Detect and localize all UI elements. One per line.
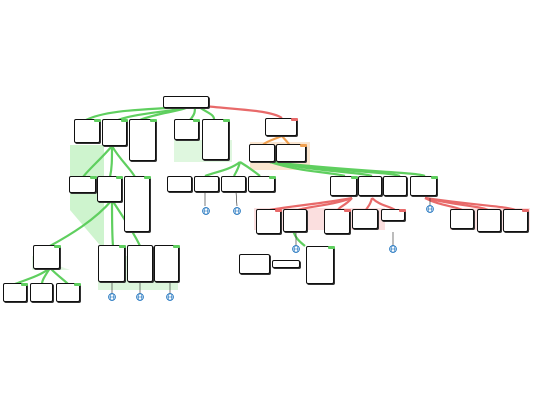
branch-badge xyxy=(119,245,126,248)
topic-node[interactable] xyxy=(97,176,122,202)
branch-badge xyxy=(90,176,97,179)
branch-badge xyxy=(344,209,351,212)
topic-node[interactable] xyxy=(167,176,192,192)
branch-badge xyxy=(116,176,123,179)
branch-badge xyxy=(291,118,298,121)
topic-node[interactable] xyxy=(283,209,307,232)
icon-connectors xyxy=(111,191,431,294)
topic-node[interactable] xyxy=(102,119,127,146)
branch-badge xyxy=(173,245,180,248)
topic-node[interactable] xyxy=(174,119,199,140)
topic-node[interactable] xyxy=(324,209,350,234)
root-topic[interactable] xyxy=(163,96,209,108)
floating-topic-node[interactable] xyxy=(272,260,300,268)
branch-badge xyxy=(399,209,406,212)
topic-node[interactable] xyxy=(450,209,474,229)
topic-node[interactable] xyxy=(56,283,80,302)
topic-node[interactable] xyxy=(256,209,281,234)
branch-badge xyxy=(300,144,307,147)
branch-badge xyxy=(150,119,157,122)
topic-node[interactable] xyxy=(129,119,156,161)
topic-node[interactable] xyxy=(358,176,382,196)
globe-link-icon[interactable] xyxy=(201,206,211,216)
branch-badge xyxy=(223,119,230,122)
topic-node[interactable] xyxy=(154,245,179,282)
topic-node[interactable] xyxy=(383,176,407,196)
globe-link-icon[interactable] xyxy=(425,204,435,214)
branch-badge xyxy=(269,176,276,179)
branch-badge xyxy=(275,209,282,212)
topic-node[interactable] xyxy=(194,176,219,192)
topic-node[interactable] xyxy=(202,119,229,160)
floating-topic-node[interactable] xyxy=(239,254,270,274)
globe-link-icon[interactable] xyxy=(291,244,301,254)
topic-node[interactable] xyxy=(3,283,27,302)
globe-link-icon[interactable] xyxy=(107,292,117,302)
branch-badge xyxy=(144,176,151,179)
topic-node[interactable] xyxy=(381,209,405,221)
branch-badge xyxy=(328,246,335,249)
topic-node[interactable] xyxy=(127,245,153,282)
topic-node[interactable] xyxy=(352,209,378,229)
globe-link-icon[interactable] xyxy=(135,292,145,302)
topic-node[interactable] xyxy=(276,144,306,162)
branch-badge xyxy=(21,283,28,286)
topic-node[interactable] xyxy=(74,119,100,143)
topic-node[interactable] xyxy=(248,176,275,192)
topic-node[interactable] xyxy=(69,176,96,193)
topic-node[interactable] xyxy=(477,209,501,232)
topic-node[interactable] xyxy=(410,176,437,196)
topic-node[interactable] xyxy=(249,144,275,162)
branch-badge xyxy=(54,245,61,248)
branch-badge xyxy=(74,283,81,286)
globe-link-icon[interactable] xyxy=(165,292,175,302)
branch-badge xyxy=(94,119,101,122)
topic-node[interactable] xyxy=(98,245,125,282)
topic-node[interactable] xyxy=(221,176,246,192)
branch-badge xyxy=(351,176,358,179)
topic-node[interactable] xyxy=(330,176,357,196)
globe-link-icon[interactable] xyxy=(388,244,398,254)
topic-node[interactable] xyxy=(306,246,334,284)
topic-node[interactable] xyxy=(503,209,528,232)
branch-badge xyxy=(522,209,529,212)
topic-node[interactable] xyxy=(124,176,150,232)
globe-link-icon[interactable] xyxy=(232,206,242,216)
branch-badge xyxy=(431,176,438,179)
topic-node[interactable] xyxy=(33,245,60,269)
topic-node[interactable] xyxy=(30,283,53,302)
topic-node[interactable] xyxy=(265,118,297,136)
branch-badge xyxy=(193,119,200,122)
branch-badge xyxy=(121,119,128,122)
